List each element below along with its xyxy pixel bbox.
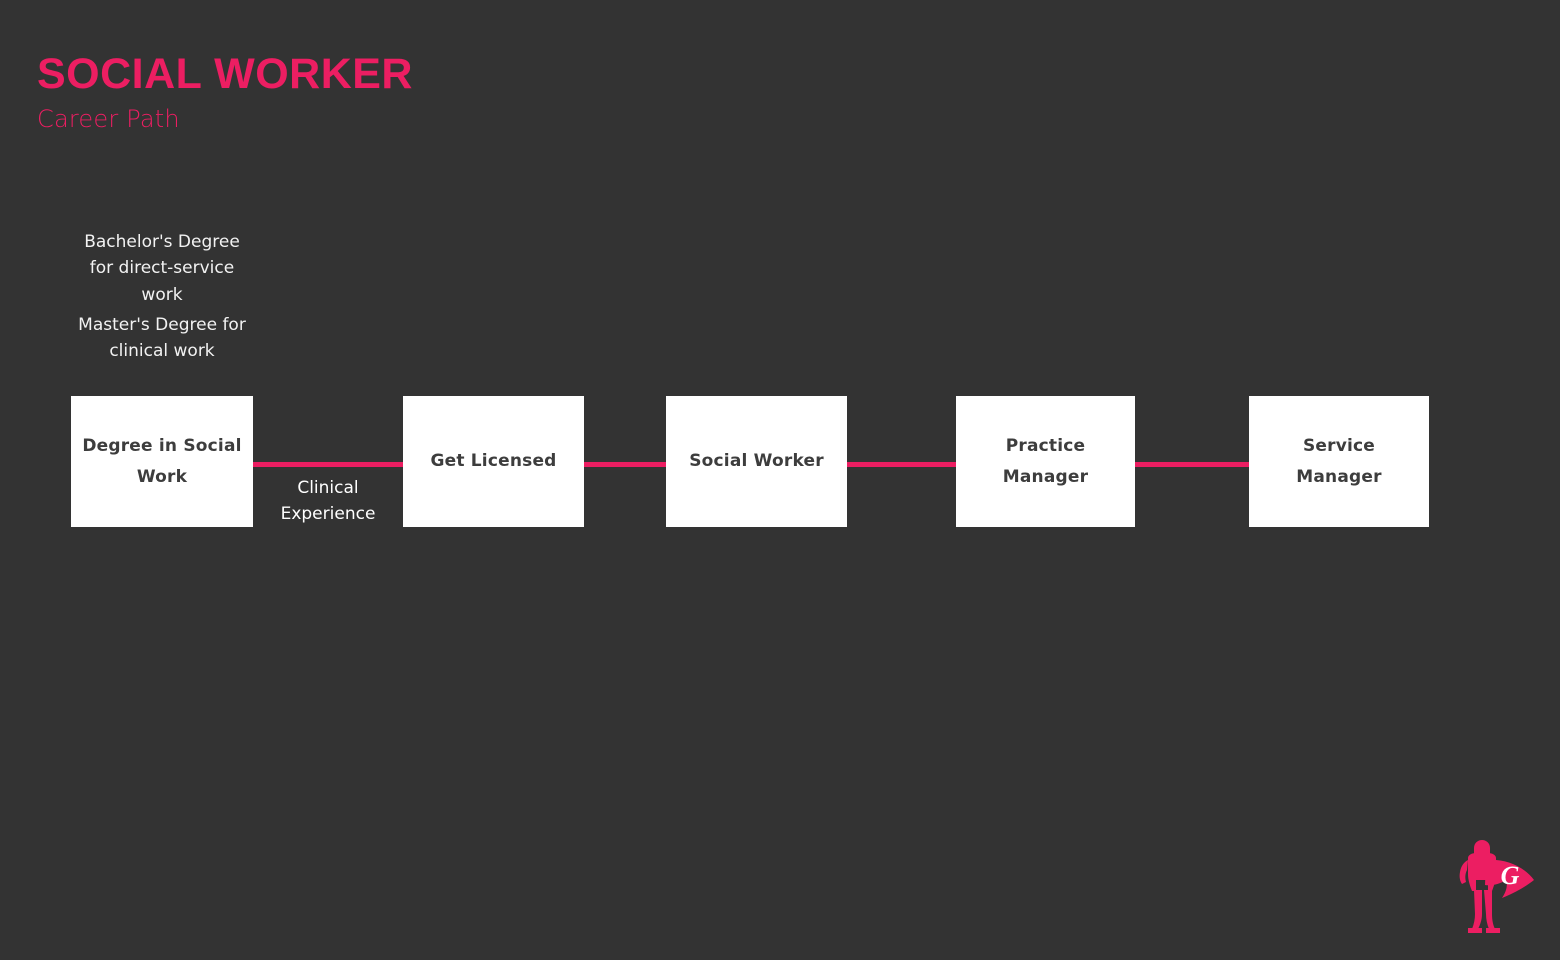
logo-left-foot-shape	[1468, 928, 1482, 933]
annotation-bachelors-degree: Bachelor's Degree for direct-service wor…	[84, 232, 240, 305]
flow-node-practice-manager[interactable]: Practice Manager	[956, 396, 1135, 527]
page-subtitle: Career Path	[37, 105, 180, 134]
logo-torso-shape	[1468, 853, 1496, 891]
flow-node-service-manager[interactable]: Service Manager	[1249, 396, 1429, 527]
flow-node-label: Service Manager	[1296, 436, 1382, 487]
logo-arm-shape	[1459, 860, 1468, 884]
edge-label-clinical-experience: Clinical Experience	[280, 478, 376, 525]
flow-node-label: Get Licensed	[430, 451, 557, 472]
logo-cape-shape	[1485, 859, 1534, 898]
logo-right-leg-shape	[1484, 890, 1495, 929]
connector-social-worker-to-practice-manager	[842, 462, 963, 467]
flow-node-label: Social Worker	[689, 451, 824, 472]
logo-letter: G	[1501, 861, 1520, 890]
logo-left-leg-shape	[1472, 890, 1482, 929]
flow-node-label: Practice Manager	[1002, 436, 1089, 487]
flow-node-social-worker[interactable]: Social Worker	[666, 396, 847, 527]
connector-degree-to-licensed	[248, 462, 408, 467]
annotation-masters-degree: Master's Degree for clinical work	[78, 315, 246, 362]
flow-node-degree-in-social-work[interactable]: Degree in Social Work	[71, 396, 253, 527]
page-header: SOCIAL WORKER Career Path	[37, 50, 413, 134]
page-title: SOCIAL WORKER	[37, 50, 413, 98]
superhero-g-logo: G	[1452, 840, 1538, 936]
logo-head-shape	[1474, 840, 1490, 854]
connector-practice-to-service-manager	[1129, 462, 1255, 467]
flow-node-get-licensed[interactable]: Get Licensed	[403, 396, 584, 527]
connector-licensed-to-social-worker	[578, 462, 672, 467]
flow-node-label: Degree in Social Work	[82, 436, 242, 487]
logo-right-foot-shape	[1486, 928, 1500, 933]
